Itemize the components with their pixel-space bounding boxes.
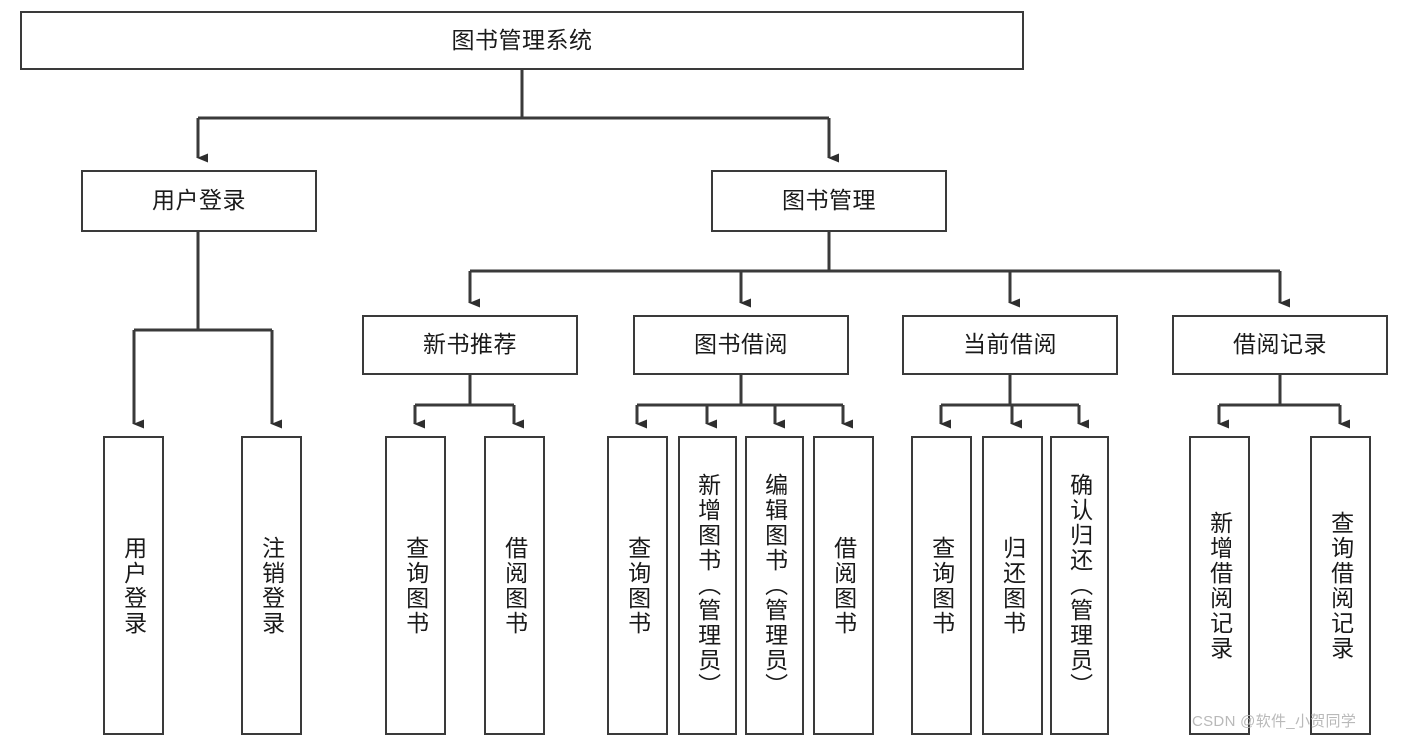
node-query-book-2[interactable]: 查询图书 bbox=[607, 436, 668, 735]
node-book-manage[interactable]: 图书管理 bbox=[711, 170, 947, 232]
node-add-book-admin[interactable]: 新增图书（管理员） bbox=[678, 436, 737, 735]
node-edit-book-admin[interactable]: 编辑图书（管理员） bbox=[745, 436, 804, 735]
node-current-borrow-label: 当前借阅 bbox=[963, 331, 1057, 358]
node-root-label: 图书管理系统 bbox=[451, 26, 593, 53]
node-borrow-book-2-label: 借阅图书 bbox=[830, 535, 857, 636]
node-book-borrow[interactable]: 图书借阅 bbox=[633, 315, 849, 375]
node-query-book-3[interactable]: 查询图书 bbox=[911, 436, 972, 735]
node-root[interactable]: 图书管理系统 bbox=[20, 11, 1024, 70]
node-add-borrow-record-label: 新增借阅记录 bbox=[1206, 510, 1233, 661]
node-borrow-book-1[interactable]: 借阅图书 bbox=[484, 436, 545, 735]
node-current-borrow[interactable]: 当前借阅 bbox=[902, 315, 1118, 375]
node-query-borrow-record[interactable]: 查询借阅记录 bbox=[1310, 436, 1371, 735]
node-query-book-2-label: 查询图书 bbox=[624, 535, 651, 636]
node-add-borrow-record[interactable]: 新增借阅记录 bbox=[1189, 436, 1250, 735]
watermark-text: CSDN @软件_小贺同学 bbox=[1192, 713, 1357, 730]
node-query-book-1-label: 查询图书 bbox=[402, 535, 429, 636]
node-query-book-3-label: 查询图书 bbox=[928, 535, 955, 636]
node-user-login-leaf[interactable]: 用户登录 bbox=[103, 436, 164, 735]
node-confirm-return-admin-label: 确认归还（管理员） bbox=[1066, 473, 1093, 698]
node-user-login-leaf-label: 用户登录 bbox=[120, 535, 147, 636]
node-user-logout-leaf-label: 注销登录 bbox=[258, 535, 285, 636]
node-return-book[interactable]: 归还图书 bbox=[982, 436, 1043, 735]
node-add-book-admin-label: 新增图书（管理员） bbox=[694, 473, 721, 698]
node-user-login-label: 用户登录 bbox=[152, 187, 246, 214]
node-return-book-label: 归还图书 bbox=[999, 535, 1026, 636]
node-borrow-book-2[interactable]: 借阅图书 bbox=[813, 436, 874, 735]
node-new-book-rec-label: 新书推荐 bbox=[423, 331, 517, 358]
node-new-book-rec[interactable]: 新书推荐 bbox=[362, 315, 578, 375]
node-user-logout-leaf[interactable]: 注销登录 bbox=[241, 436, 302, 735]
node-book-borrow-label: 图书借阅 bbox=[694, 331, 788, 358]
node-confirm-return-admin[interactable]: 确认归还（管理员） bbox=[1050, 436, 1109, 735]
node-query-book-1[interactable]: 查询图书 bbox=[385, 436, 446, 735]
node-borrow-record-label: 借阅记录 bbox=[1233, 331, 1327, 358]
node-query-borrow-record-label: 查询借阅记录 bbox=[1327, 510, 1354, 661]
node-edit-book-admin-label: 编辑图书（管理员） bbox=[761, 473, 788, 698]
node-borrow-book-1-label: 借阅图书 bbox=[501, 535, 528, 636]
node-user-login[interactable]: 用户登录 bbox=[81, 170, 317, 232]
node-borrow-record[interactable]: 借阅记录 bbox=[1172, 315, 1388, 375]
node-book-manage-label: 图书管理 bbox=[782, 187, 876, 214]
